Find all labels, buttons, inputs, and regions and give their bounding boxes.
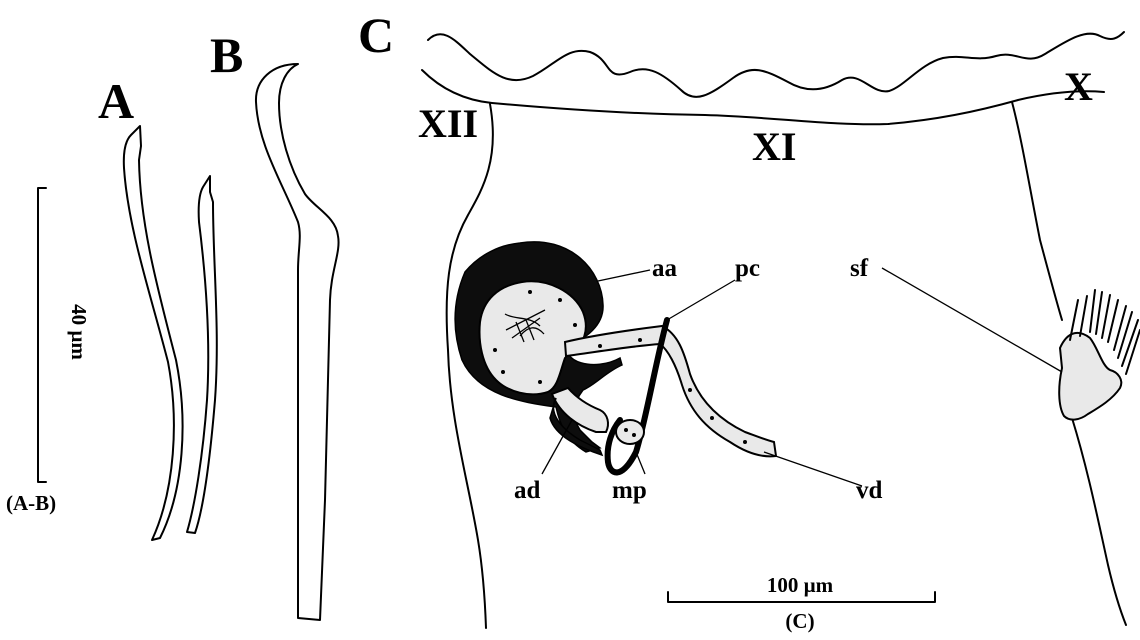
male-pore [616, 420, 644, 444]
panel-label-c: C [358, 7, 394, 63]
label-aa: aa [652, 255, 678, 282]
vas-deferens [565, 326, 776, 456]
label-vd: vd [856, 477, 883, 504]
label-ad: ad [514, 477, 541, 504]
panel-label-a: A [98, 73, 134, 129]
chaeta-a-outer [124, 126, 183, 540]
scale-bar-ab [38, 188, 46, 482]
scale-c-value: 100 µm [767, 573, 834, 597]
segment-label-x: X [1064, 64, 1093, 109]
chaeta-a-inner [187, 176, 217, 533]
segment-label-xii: XII [418, 101, 478, 146]
scale-ab-tag: (A-B) [6, 491, 56, 515]
label-sf: sf [850, 255, 869, 282]
spermathecal-funnel [1059, 290, 1140, 420]
panel-label-b: B [210, 27, 243, 83]
segment-label-xi: XI [752, 124, 796, 169]
scale-ab-value: 40 µm [67, 304, 91, 360]
chaeta-b [256, 64, 339, 620]
body-wall-outer [428, 32, 1124, 97]
label-mp: mp [612, 477, 647, 504]
leader-lines [542, 268, 1062, 486]
label-pc: pc [735, 255, 760, 282]
scale-c-tag: (C) [785, 609, 814, 633]
